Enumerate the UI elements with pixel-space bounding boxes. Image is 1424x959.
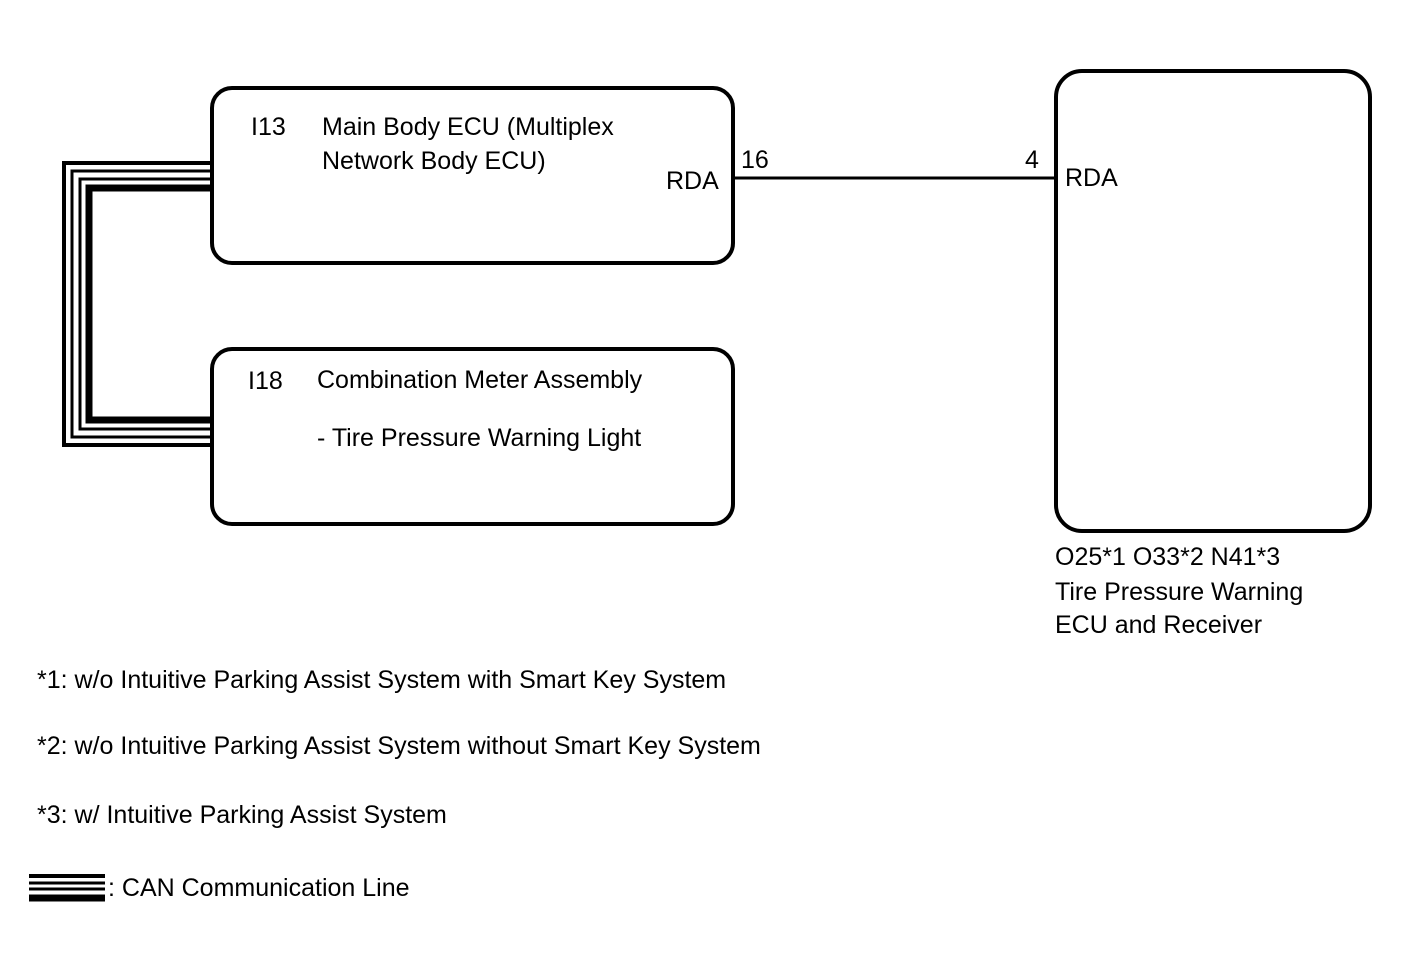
main-ecu-pin-name: RDA xyxy=(666,167,719,195)
tpms-pin-number: 4 xyxy=(1025,146,1039,174)
tpms-name-line2: ECU and Receiver xyxy=(1055,611,1263,639)
note-3: *3: w/ Intuitive Parking Assist System xyxy=(37,801,447,829)
main-ecu-code: I13 xyxy=(251,113,286,141)
meter-sub-item: - Tire Pressure Warning Light xyxy=(317,424,642,452)
main-ecu-name-line1: Main Body ECU (Multiplex xyxy=(322,113,614,141)
main-body-ecu-box xyxy=(210,86,735,265)
meter-name: Combination Meter Assembly xyxy=(317,366,643,394)
can-bus xyxy=(62,161,212,447)
note-1: *1: w/o Intuitive Parking Assist System … xyxy=(37,666,727,694)
note-2: *2: w/o Intuitive Parking Assist System … xyxy=(37,732,761,760)
tpms-name-line1: Tire Pressure Warning xyxy=(1055,578,1304,606)
can-legend-symbol xyxy=(29,874,105,902)
meter-code: I18 xyxy=(248,367,283,395)
can-legend-label: : CAN Communication Line xyxy=(108,874,410,902)
tpms-ecu-box xyxy=(1054,69,1372,533)
main-ecu-pin-number: 16 xyxy=(741,146,769,174)
main-ecu-name-line2: Network Body ECU) xyxy=(322,147,546,175)
tpms-pin-name: RDA xyxy=(1065,164,1118,192)
tpms-codes: O25*1 O33*2 N41*3 xyxy=(1055,543,1281,571)
